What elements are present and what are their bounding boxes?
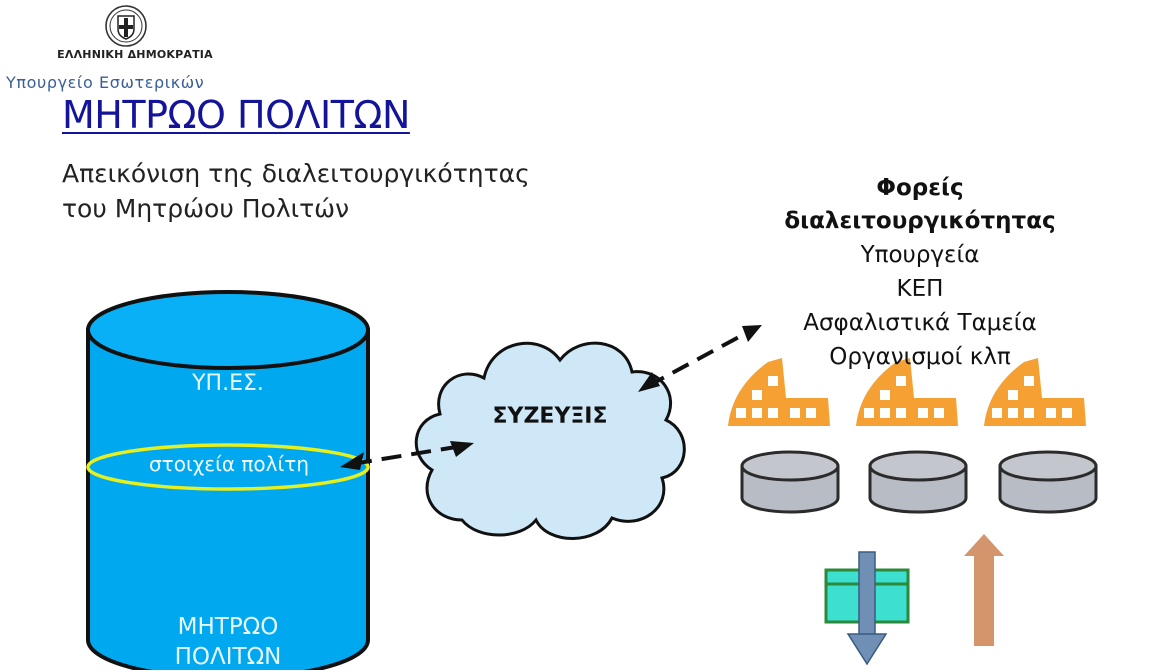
connector-db-cloud xyxy=(340,441,474,470)
partners-title-line-2: διαλειτουργικότητας xyxy=(784,208,1056,234)
registry-name-label: ΜΗΤΡΩΟ ΠΟΛΙΤΩΝ xyxy=(128,612,328,672)
greek-coat-of-arms-icon xyxy=(105,5,147,47)
citizen-record-label: στοιχεία πολίτη xyxy=(149,452,309,476)
registry-name-line-1: ΜΗΤΡΩΟ xyxy=(177,614,279,640)
partner-databases xyxy=(740,450,1098,514)
registry-name-line-2: ΠΟΛΙΤΩΝ xyxy=(174,644,282,670)
database-icon xyxy=(868,450,968,514)
subtitle-line-2: του Μητρώου Πολιτών xyxy=(62,194,350,223)
ministry-database-label: ΥΠ.ΕΣ. xyxy=(192,371,264,396)
citizens-registry-database xyxy=(86,290,370,670)
partner-item-ministries: Υπουργεία xyxy=(860,242,980,268)
citizen-record-outline xyxy=(86,443,370,491)
interoperability-partners: Φορείς διαλειτουργικότητας Υπουργεία ΚΕΠ… xyxy=(740,172,1100,374)
syzefxis-cloud-icon xyxy=(414,341,686,540)
slide-title: ΜΗΤΡΩΟ ΠΟΛΙΤΩΝ xyxy=(62,93,410,137)
database-icon xyxy=(740,450,840,514)
upload-arrow-icon xyxy=(964,534,1004,646)
database-icon xyxy=(998,450,1098,514)
ministry-name: Υπουργείο Εσωτερικών xyxy=(6,73,205,92)
partner-item-kep: ΚΕΠ xyxy=(896,276,944,302)
slide-subtitle: Απεικόνιση της διαλειτουργικότητας του Μ… xyxy=(62,156,530,226)
cloud-label: ΣΥΖΕΥΞΙΣ xyxy=(492,404,608,429)
partner-item-insurance-funds: Ασφαλιστικά Ταμεία xyxy=(803,310,1037,336)
country-name: ΕΛΛΗΝΙΚΗ ΔΗΜΟΚΡΑΤΙΑ xyxy=(57,48,213,61)
subtitle-line-1: Απεικόνιση της διαλειτουργικότητας xyxy=(62,159,530,188)
connector-cloud-partners xyxy=(638,325,762,392)
download-arrow-icon xyxy=(846,551,888,666)
partners-title-line-1: Φορείς xyxy=(876,175,964,201)
partner-item-organisations: Οργανισμοί κλπ xyxy=(829,344,1011,370)
